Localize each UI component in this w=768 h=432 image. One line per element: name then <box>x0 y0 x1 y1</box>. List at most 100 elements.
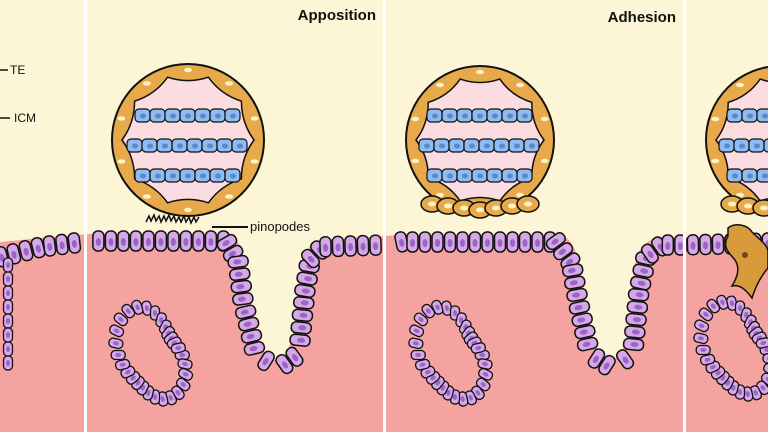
icm-cell <box>733 138 750 153</box>
icm-cell <box>231 138 248 153</box>
icm-cell <box>209 168 226 183</box>
icm-cell <box>179 108 196 123</box>
icm-cell <box>508 138 525 153</box>
icm-cell <box>763 138 768 153</box>
icm-cell <box>726 168 743 183</box>
icm-cell <box>471 168 488 183</box>
gland-cell <box>413 312 429 327</box>
epithelial-cell <box>55 233 69 256</box>
gland-cell <box>170 342 186 354</box>
epithelial-cell <box>179 230 193 252</box>
gland-cell <box>441 300 453 316</box>
blastocyst <box>705 65 768 217</box>
label-pinopodes: pinopodes <box>250 219 310 234</box>
epithelial-cell <box>553 242 574 261</box>
gland-cell <box>121 303 136 319</box>
epithelial-cell <box>632 263 654 279</box>
epithelial-cell <box>300 248 321 269</box>
epithelial-cell <box>564 275 586 290</box>
icm-cell <box>186 138 203 153</box>
epithelial-cell <box>481 231 494 253</box>
epithelial-cell <box>30 236 46 259</box>
gland-cell <box>110 349 126 361</box>
gland-cell <box>2 257 14 273</box>
epithelial-cell <box>275 353 294 375</box>
panel-title-adhesion: Adhesion <box>608 9 676 26</box>
gland-cell <box>114 358 131 371</box>
label-te: TE <box>10 63 25 77</box>
pinopodes-bristles <box>145 213 200 225</box>
epithelial-cell <box>356 234 370 257</box>
epithelial-cell <box>640 243 659 264</box>
epithelial-cell <box>227 254 249 269</box>
epithelial-cell <box>711 233 725 255</box>
epithelial-cell <box>204 230 218 252</box>
label-icm: ICM <box>14 111 36 125</box>
gland-cell <box>699 353 716 366</box>
icm-cell <box>134 168 151 183</box>
inner-cell-mass <box>126 108 248 183</box>
icm-cell <box>501 168 518 183</box>
te-nucleus <box>540 158 549 164</box>
gland-cell <box>131 375 145 391</box>
icm-cell <box>493 138 510 153</box>
epithelial-cell <box>216 233 238 252</box>
epithelial-cell <box>394 231 409 253</box>
epithelial-cell <box>129 230 143 252</box>
te-nucleus <box>711 116 720 122</box>
te-nucleus <box>250 159 259 164</box>
divider-1 <box>84 0 87 432</box>
epithelial-cell <box>571 312 593 328</box>
epithelial-cell <box>568 300 591 315</box>
divider-2 <box>383 0 386 432</box>
gland-cell <box>755 337 768 349</box>
te-nucleus <box>117 116 126 121</box>
epithelial-cell <box>699 233 712 256</box>
epithelial-cell <box>228 267 251 282</box>
epithelial-cell <box>92 230 105 252</box>
icm-cell <box>486 108 503 123</box>
epithelial-cell <box>289 333 311 347</box>
icm-cell <box>164 108 181 123</box>
epithelial-cell <box>518 231 532 253</box>
icm-cell <box>741 108 758 123</box>
icm-cell <box>486 168 503 183</box>
icm-cell <box>741 168 758 183</box>
epithelial-cell <box>622 337 645 352</box>
gland-cell <box>2 355 14 371</box>
epithelial-cell <box>616 349 635 370</box>
epithelial-cell <box>661 234 675 256</box>
epithelial-cell <box>331 235 345 258</box>
te-nucleus <box>225 194 234 199</box>
icm-cell <box>418 138 435 153</box>
icm-cell <box>171 138 188 153</box>
gland-cell <box>421 303 436 319</box>
epithelial-cell <box>291 308 314 323</box>
icm-cell <box>164 168 181 183</box>
icm-cell <box>456 108 473 123</box>
te-nucleus <box>516 82 524 88</box>
icm-cell <box>179 168 196 183</box>
te-nucleus <box>476 69 484 75</box>
epithelial-cell <box>506 231 519 253</box>
gland-cell <box>2 341 14 357</box>
gland-cell <box>125 370 141 385</box>
te-nucleus <box>142 81 151 86</box>
gland-cell <box>763 362 768 376</box>
icm-cell <box>756 168 768 183</box>
divider-3 <box>683 0 686 432</box>
gland-cell <box>716 294 729 310</box>
gland-cell <box>695 344 711 356</box>
icm-cell <box>478 138 495 153</box>
icm-cell <box>149 108 166 123</box>
te-nucleus <box>184 67 192 73</box>
icm-cell <box>224 168 241 183</box>
inner-cell-mass <box>418 108 540 183</box>
uterine-gland <box>408 299 494 407</box>
icm-cell <box>456 168 473 183</box>
epithelial-cell <box>624 325 646 339</box>
icm-cell <box>194 168 211 183</box>
glands-layer <box>2 257 768 407</box>
epithelial-cell <box>167 230 180 252</box>
